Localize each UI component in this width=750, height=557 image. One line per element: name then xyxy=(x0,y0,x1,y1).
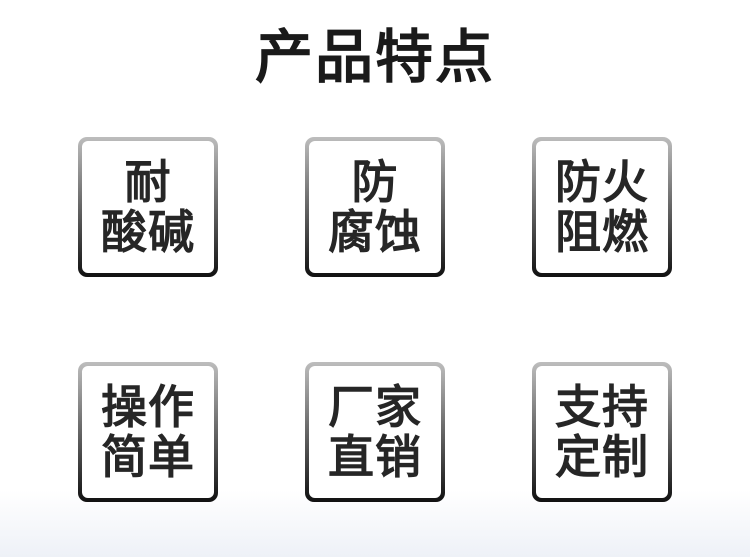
feature-label-line2: 阻燃 xyxy=(555,205,649,259)
feature-card-factory-direct: 厂家 直销 xyxy=(305,362,445,502)
feature-card-body: 厂家 直销 xyxy=(309,366,441,498)
feature-card-easy-operation: 操作 简单 xyxy=(78,362,218,502)
feature-card-body: 防火 阻燃 xyxy=(536,141,668,273)
feature-label-line1: 防 xyxy=(351,155,399,209)
feature-label-line1: 操作 xyxy=(101,380,195,434)
feature-card-anti-corrosion: 防 腐蚀 xyxy=(305,137,445,277)
feature-label-line2: 腐蚀 xyxy=(328,205,422,259)
feature-label-line1: 厂家 xyxy=(328,380,422,434)
feature-label-line2: 酸碱 xyxy=(101,205,195,259)
feature-card-body: 防 腐蚀 xyxy=(309,141,441,273)
feature-card-customization: 支持 定制 xyxy=(532,362,672,502)
feature-label-line2: 定制 xyxy=(555,430,649,484)
page-title: 产品特点 xyxy=(254,23,495,91)
feature-card-body: 耐 酸碱 xyxy=(82,141,214,273)
feature-card-acid-alkali-resistant: 耐 酸碱 xyxy=(78,137,218,277)
feature-label-line1: 耐 xyxy=(124,155,172,209)
feature-label-line1: 防火 xyxy=(555,155,649,209)
feature-card-body: 支持 定制 xyxy=(536,366,668,498)
feature-label-line2: 直销 xyxy=(328,430,422,484)
feature-card-body: 操作 简单 xyxy=(82,366,214,498)
feature-card-fire-retardant: 防火 阻燃 xyxy=(532,137,672,277)
feature-label-line2: 简单 xyxy=(101,430,195,484)
feature-grid: 耐 酸碱 防 腐蚀 防火 阻燃 操作 简单 厂家 直销 支持 定制 xyxy=(78,137,672,504)
feature-label-line1: 支持 xyxy=(555,380,649,434)
